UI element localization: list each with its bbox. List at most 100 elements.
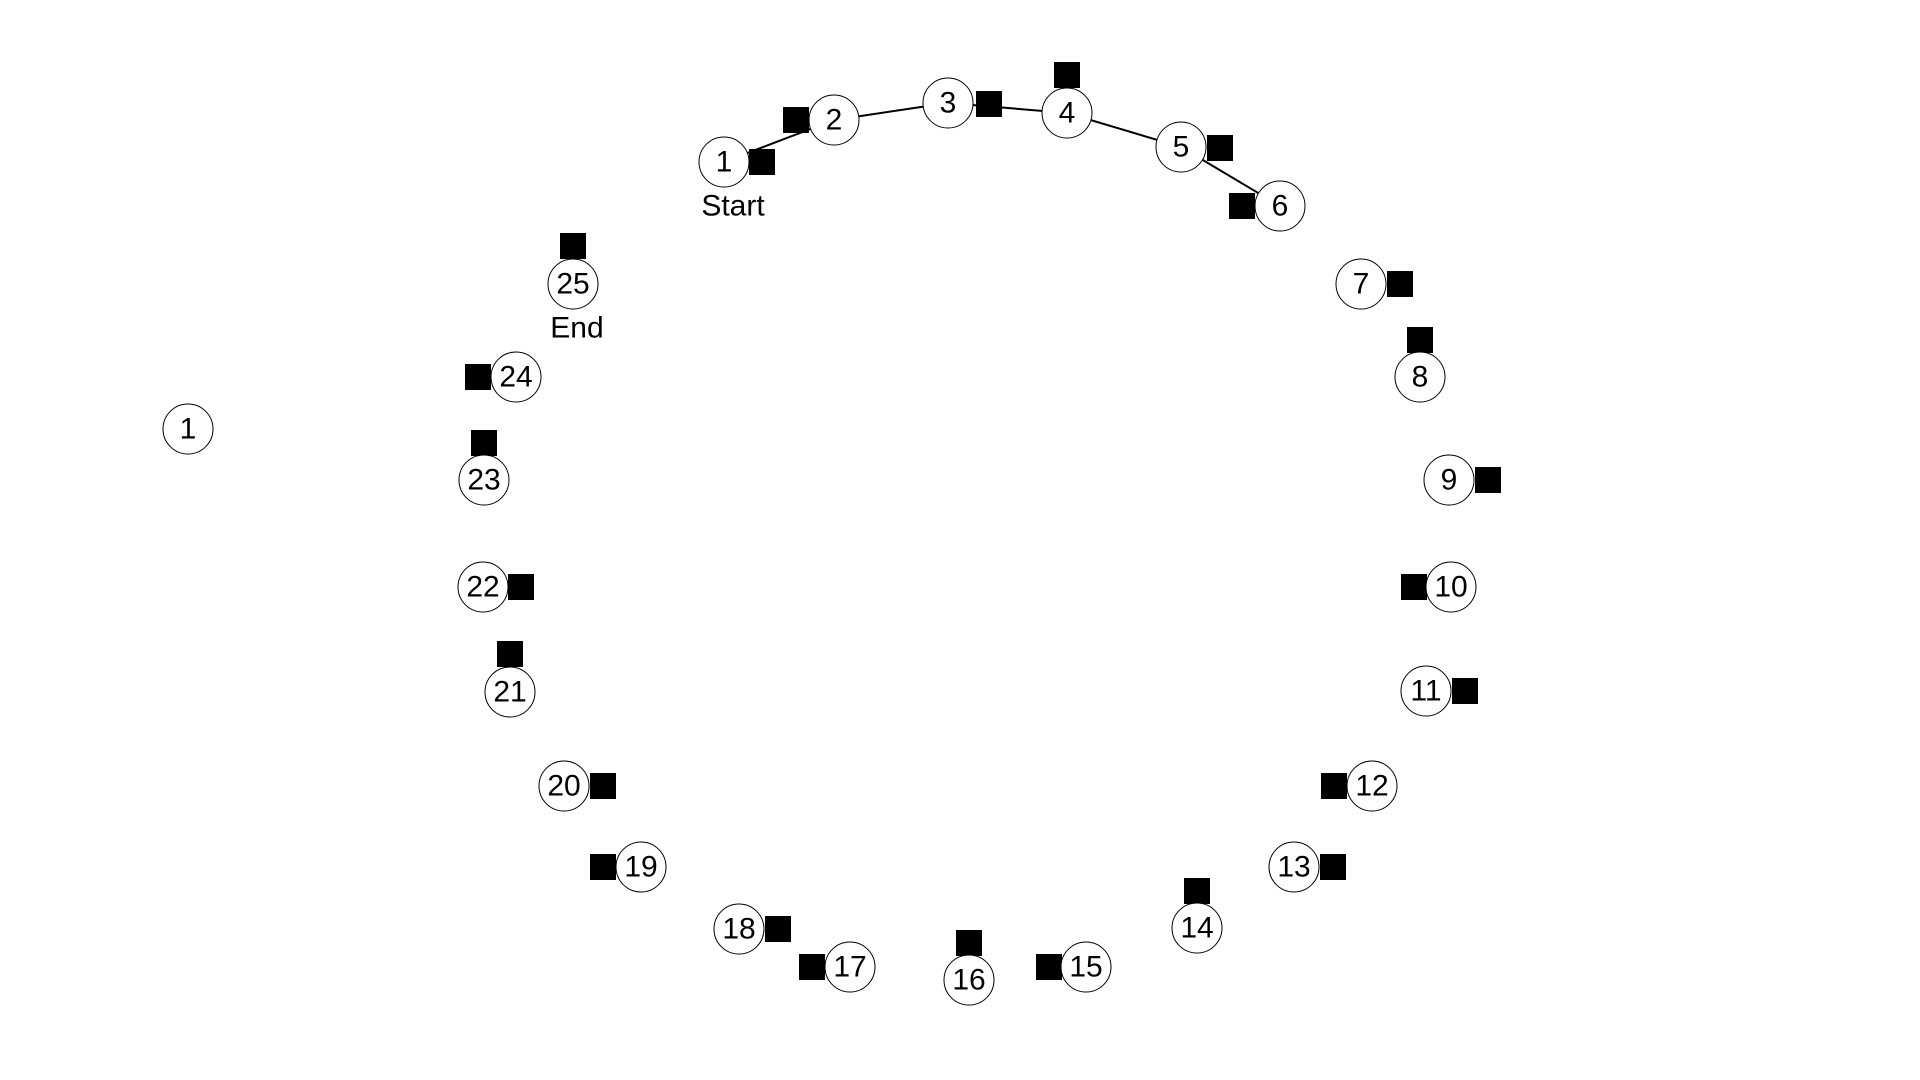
track-node-15[interactable]: 15: [1060, 941, 1112, 993]
node-label: 14: [1180, 912, 1213, 945]
node-markers: [465, 62, 1501, 980]
node-circle[interactable]: [1060, 941, 1112, 993]
node-marker-7: [1387, 271, 1413, 297]
node-circle[interactable]: [490, 351, 542, 403]
node-label: 8: [1412, 361, 1429, 394]
node-label: 1: [716, 146, 733, 179]
track-node-2[interactable]: 2: [808, 94, 860, 146]
node-marker-5: [1207, 135, 1233, 161]
track-node-13[interactable]: 13: [1268, 841, 1320, 893]
node-marker-9: [1475, 467, 1501, 493]
track-node-23[interactable]: 23: [458, 454, 510, 506]
track-node-10[interactable]: 10: [1425, 561, 1477, 613]
node-circle[interactable]: [547, 258, 599, 310]
track-node-16[interactable]: 16: [943, 954, 995, 1006]
node-marker-11: [1452, 678, 1478, 704]
track-node-22[interactable]: 22: [457, 561, 509, 613]
track-node-18[interactable]: 18: [713, 903, 765, 955]
node-circle[interactable]: [824, 941, 876, 993]
node-circle[interactable]: [538, 760, 590, 812]
track-node-12[interactable]: 12: [1346, 760, 1398, 812]
node-circle[interactable]: [458, 454, 510, 506]
node-circle[interactable]: [1171, 902, 1223, 954]
track-node-6[interactable]: 6: [1254, 180, 1306, 232]
track-node-17[interactable]: 17: [824, 941, 876, 993]
node-label: 16: [952, 964, 985, 997]
node-circle[interactable]: [1335, 258, 1387, 310]
node-marker-17: [799, 954, 825, 980]
node-circle[interactable]: [808, 94, 860, 146]
player-token-label: 1: [180, 413, 197, 446]
node-circle[interactable]: [1423, 454, 1475, 506]
track-node-1[interactable]: 1: [698, 136, 750, 188]
node-circle[interactable]: [1346, 760, 1398, 812]
node-circle[interactable]: [922, 77, 974, 129]
track-node-20[interactable]: 20: [538, 760, 590, 812]
node-label: 22: [466, 571, 499, 604]
node-circle[interactable]: [1254, 180, 1306, 232]
node-circle[interactable]: [943, 954, 995, 1006]
node-marker-13: [1320, 854, 1346, 880]
node-label: 13: [1277, 851, 1310, 884]
track-node-9[interactable]: 9: [1423, 454, 1475, 506]
node-marker-10: [1401, 574, 1427, 600]
node-marker-2: [783, 107, 809, 133]
node-label: 23: [467, 464, 500, 497]
node-label: 5: [1173, 131, 1190, 164]
node-circle[interactable]: [1268, 841, 1320, 893]
node-label: 18: [722, 913, 755, 946]
track-node-11[interactable]: 11: [1400, 665, 1452, 717]
track-node-24[interactable]: 24: [490, 351, 542, 403]
node-label: 3: [940, 87, 957, 120]
node-marker-6: [1229, 193, 1255, 219]
track-node-19[interactable]: 19: [615, 841, 667, 893]
node-label: 9: [1441, 464, 1458, 497]
track-node-25[interactable]: 25: [547, 258, 599, 310]
node-circle[interactable]: [713, 903, 765, 955]
node-marker-18: [765, 916, 791, 942]
node-marker-21: [497, 641, 523, 667]
node-circle[interactable]: [1155, 121, 1207, 173]
node-circle[interactable]: [1041, 87, 1093, 139]
node-marker-4: [1054, 62, 1080, 88]
node-marker-12: [1321, 773, 1347, 799]
track-node-3[interactable]: 3: [922, 77, 974, 129]
node-marker-3: [976, 91, 1002, 117]
track-node-5[interactable]: 5: [1155, 121, 1207, 173]
node-circle[interactable]: [1425, 561, 1477, 613]
player-token[interactable]: 1: [162, 403, 214, 455]
node-circle[interactable]: [1394, 351, 1446, 403]
start-caption: Start: [701, 190, 765, 223]
node-circle[interactable]: [1400, 665, 1452, 717]
node-marker-20: [590, 773, 616, 799]
node-label: 19: [624, 851, 657, 884]
node-label: 12: [1355, 770, 1388, 803]
node-label: 21: [493, 676, 526, 709]
node-marker-8: [1407, 327, 1433, 353]
track-node-8[interactable]: 8: [1394, 351, 1446, 403]
node-circle[interactable]: [698, 136, 750, 188]
track-node-21[interactable]: 21: [484, 666, 536, 718]
node-label: 7: [1353, 268, 1370, 301]
node-marker-24: [465, 364, 491, 390]
node-label: 4: [1059, 97, 1076, 130]
node-circle[interactable]: [615, 841, 667, 893]
node-circle[interactable]: [457, 561, 509, 613]
node-label: 24: [499, 361, 532, 394]
node-label: 17: [833, 951, 866, 984]
node-marker-23: [471, 430, 497, 456]
node-circle[interactable]: [484, 666, 536, 718]
player-token-circle[interactable]: [162, 403, 214, 455]
node-marker-22: [508, 574, 534, 600]
track-node-7[interactable]: 7: [1335, 258, 1387, 310]
node-label: 15: [1069, 951, 1102, 984]
node-marker-25: [560, 233, 586, 259]
node-label: 10: [1434, 571, 1467, 604]
track-node-4[interactable]: 4: [1041, 87, 1093, 139]
node-label: 6: [1272, 190, 1289, 223]
node-marker-19: [590, 854, 616, 880]
track-node-14[interactable]: 14: [1171, 902, 1223, 954]
end-caption: End: [550, 312, 603, 345]
